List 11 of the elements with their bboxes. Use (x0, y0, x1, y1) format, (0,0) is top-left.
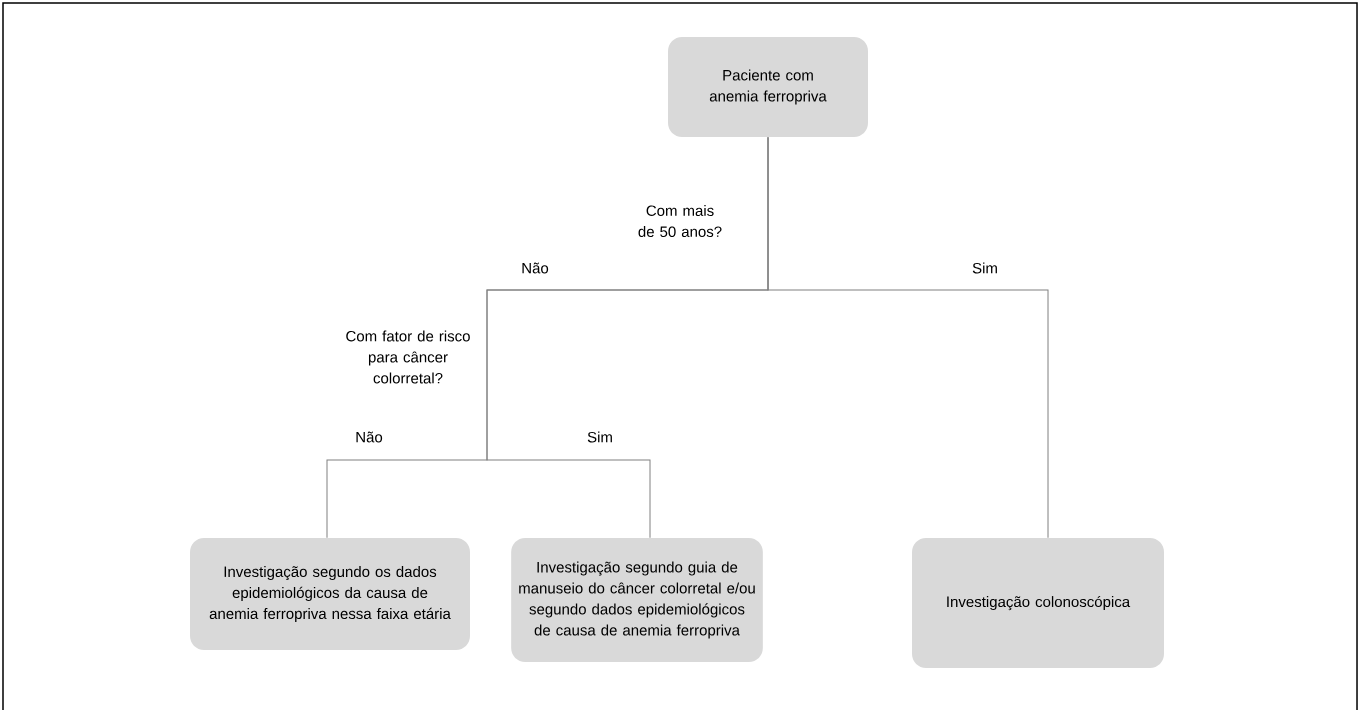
flow-box: Investigação segundo os dados epidemiológicos da causa de anemia ferropriva nessa faixa etária (190, 538, 470, 650)
branch-label: Com fator de risco para câncer colorretal? (346, 330, 470, 384)
branch-label: Com mais de 50 anos? (638, 205, 722, 237)
connector-line (767, 136, 1049, 539)
flow-box: Paciente com anemia ferropriva (668, 37, 868, 137)
branch-label: Sim (587, 431, 612, 443)
flow-box: Investigação colonoscópica (912, 538, 1164, 668)
branch-label: Não (522, 262, 549, 274)
branch-label: Não (356, 431, 383, 443)
branch-label: Sim (972, 262, 997, 274)
flow-box: Investigação segundo guia de manuseio do câncer colorretal e/ou segundo dados epidemiológicos de causa de anemia ferropriva (511, 538, 763, 662)
